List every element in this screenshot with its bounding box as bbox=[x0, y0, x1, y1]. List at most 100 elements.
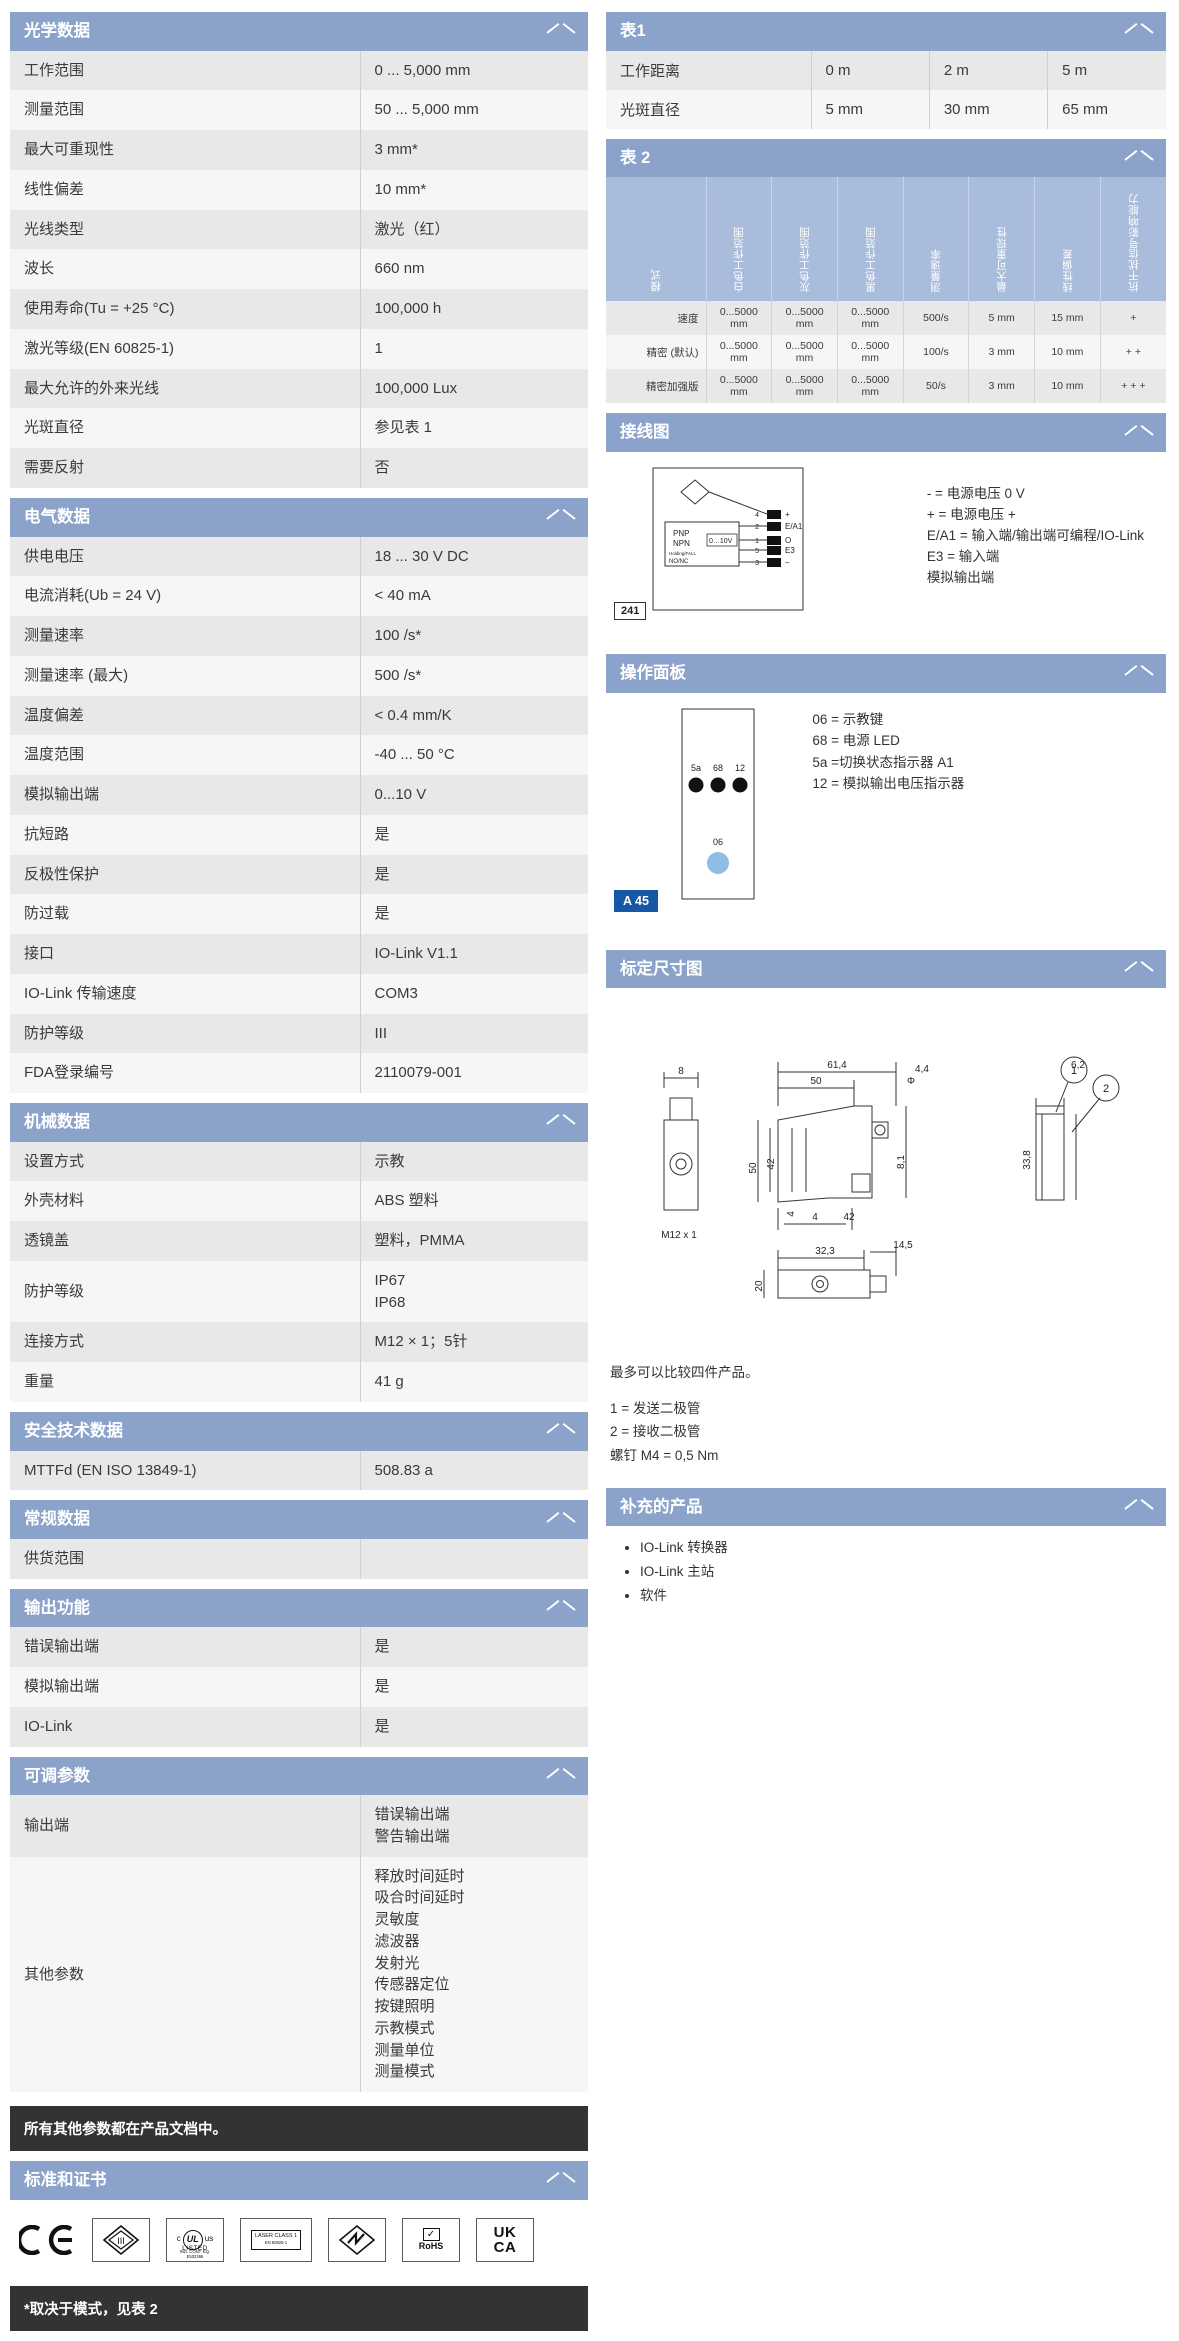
spec-value: M12 × 1；5针 bbox=[359, 1322, 588, 1363]
chevron-up-icon[interactable] bbox=[1126, 962, 1152, 976]
spec-value: 错误输出端 警告输出端 bbox=[359, 1795, 588, 1857]
chevron-up-icon[interactable] bbox=[548, 1513, 574, 1527]
operating-panel-area: A 45 5a 68 12 06 06 = 示教键 68 = 电源 LED 5a… bbox=[606, 693, 1166, 940]
chevron-up-icon[interactable] bbox=[1126, 24, 1152, 38]
spec-key[interactable]: 模拟输出端 bbox=[10, 775, 360, 815]
spec-key: 供电电压 bbox=[10, 536, 360, 577]
chevron-up-icon[interactable] bbox=[1126, 151, 1152, 165]
spec-key[interactable]: 防护等级 bbox=[10, 1260, 360, 1323]
spec-key[interactable]: 光斑直径 bbox=[10, 408, 360, 449]
section-header-adjustable[interactable]: 可调参数 bbox=[10, 1756, 588, 1796]
spec-value: 2110079-001 bbox=[359, 1053, 588, 1093]
section-title: 表1 bbox=[620, 22, 646, 40]
class-iii-svg: III bbox=[102, 2224, 140, 2255]
operating-badge: A 45 bbox=[614, 889, 658, 912]
spec-key[interactable]: 工作范围 bbox=[10, 50, 360, 91]
ce-svg bbox=[19, 2224, 73, 2255]
table-row: 设置方式示教 bbox=[10, 1141, 588, 1182]
section-header-electrical[interactable]: 电气数据 bbox=[10, 497, 588, 537]
section-title: 输出功能 bbox=[24, 1598, 90, 1617]
table2-cell: 100/s bbox=[902, 335, 969, 370]
chevron-up-icon[interactable] bbox=[548, 1769, 574, 1783]
section-header-table1[interactable]: 表1 bbox=[606, 12, 1166, 51]
spec-value: 是 bbox=[359, 1706, 588, 1747]
table2-cell: 500/s bbox=[902, 301, 969, 336]
section-header-wiring[interactable]: 接线图 bbox=[606, 413, 1166, 452]
spec-key: FDA登录编号 bbox=[10, 1053, 360, 1093]
spec-key[interactable]: 防护等级 bbox=[10, 1013, 360, 1054]
table-row: 抗短路是 bbox=[10, 814, 588, 855]
table-row: 透镜盖塑料，PMMA bbox=[10, 1221, 588, 1261]
dimension-drawing-area: 61,4 50 8 4,4 Φ 4 42 M12 x 1 6,2 32,3 14… bbox=[606, 988, 1166, 1347]
spec-key: 激光等级(EN 60825-1) bbox=[10, 328, 360, 369]
list-item[interactable]: IO-Link 主站 bbox=[640, 1560, 1166, 1584]
chevron-up-icon[interactable] bbox=[548, 1115, 574, 1129]
table2-cell: + + bbox=[1099, 335, 1166, 370]
section-header-supplement[interactable]: 补充的产品 bbox=[606, 1487, 1166, 1527]
spec-key[interactable]: 模拟输出端 bbox=[10, 1667, 360, 1707]
dim-42: 42 bbox=[766, 1158, 777, 1170]
section-header-table2[interactable]: 表 2 bbox=[606, 138, 1166, 178]
spec-key: 接口 bbox=[10, 934, 360, 974]
operating-legend: 06 = 示教键 68 = 电源 LED 5a =切换状态指示器 A1 12 =… bbox=[812, 711, 965, 792]
dim-4-4: 4,4 bbox=[915, 1064, 929, 1075]
spec-key: 其他参数 bbox=[10, 1856, 360, 2093]
section-header-standards[interactable]: 标准和证书 bbox=[10, 2161, 588, 2200]
list-item[interactable]: IO-Link 转换器 bbox=[640, 1536, 1166, 1560]
chevron-up-icon[interactable] bbox=[548, 24, 574, 38]
table2-cell: 3 mm bbox=[968, 369, 1035, 404]
supplement-product-list: IO-Link 转换器IO-Link 主站软件 bbox=[606, 1536, 1166, 1607]
chevron-up-icon[interactable] bbox=[548, 510, 574, 524]
chevron-up-icon[interactable] bbox=[548, 1601, 574, 1615]
spec-value: 塑料，PMMA bbox=[359, 1221, 588, 1261]
table2-cell: 速度 bbox=[606, 301, 706, 336]
spec-key[interactable]: 抗短路 bbox=[10, 814, 360, 855]
spec-value: 100,000 Lux bbox=[359, 368, 588, 409]
section-header-general[interactable]: 常规数据 bbox=[10, 1500, 588, 1539]
spec-key: 测量范围 bbox=[10, 90, 360, 131]
spec-key[interactable]: 波长 bbox=[10, 249, 360, 290]
dim-8: 8 bbox=[678, 1066, 684, 1077]
chevron-up-icon[interactable] bbox=[1126, 666, 1152, 680]
section-header-output-function[interactable]: 输出功能 bbox=[10, 1588, 588, 1628]
section-title: 补充的产品 bbox=[620, 1497, 703, 1516]
table2-cell: 15 mm bbox=[1034, 301, 1101, 336]
section-header-optical[interactable]: 光学数据 bbox=[10, 12, 588, 51]
section-header-dimension[interactable]: 标定尺寸图 bbox=[606, 949, 1166, 989]
chevron-up-icon[interactable] bbox=[548, 2173, 574, 2187]
table-row: 错误输出端是 bbox=[10, 1627, 588, 1667]
spec-value: < 40 mA bbox=[359, 576, 588, 616]
section-header-safety[interactable]: 安全技术数据 bbox=[10, 1411, 588, 1451]
wiring-legend: - = 电源电压 0 V + = 电源电压 + E/A1 = 输入端/输出端可编… bbox=[926, 485, 1144, 585]
spec-value: 参见表 1 bbox=[359, 408, 588, 449]
spec-value: III bbox=[359, 1013, 588, 1054]
chevron-up-icon[interactable] bbox=[1126, 1500, 1152, 1514]
svg-text:06: 06 bbox=[713, 837, 723, 847]
table-safety: MTTFd (EN ISO 13849-1)508.83 a bbox=[10, 1450, 588, 1491]
chevron-up-icon[interactable] bbox=[1126, 426, 1152, 440]
spec-key[interactable]: IO-Link 传输速度 bbox=[10, 973, 360, 1014]
spec-key[interactable]: 线性偏差 bbox=[10, 169, 360, 210]
section-header-mechanical[interactable]: 机械数据 bbox=[10, 1103, 588, 1142]
section-header-operating-panel[interactable]: 操作面板 bbox=[606, 653, 1166, 693]
spec-key: 设置方式 bbox=[10, 1141, 360, 1182]
spec-value: 660 nm bbox=[359, 249, 588, 290]
spec-value: IP67 IP68 bbox=[359, 1260, 588, 1323]
table-row: 防过载是 bbox=[10, 894, 588, 934]
list-item[interactable]: 软件 bbox=[640, 1584, 1166, 1608]
spec-key[interactable]: 连接方式 bbox=[10, 1322, 360, 1363]
spec-key[interactable]: 电流消耗(Ub = 24 V) bbox=[10, 576, 360, 616]
chevron-up-icon[interactable] bbox=[548, 1424, 574, 1438]
